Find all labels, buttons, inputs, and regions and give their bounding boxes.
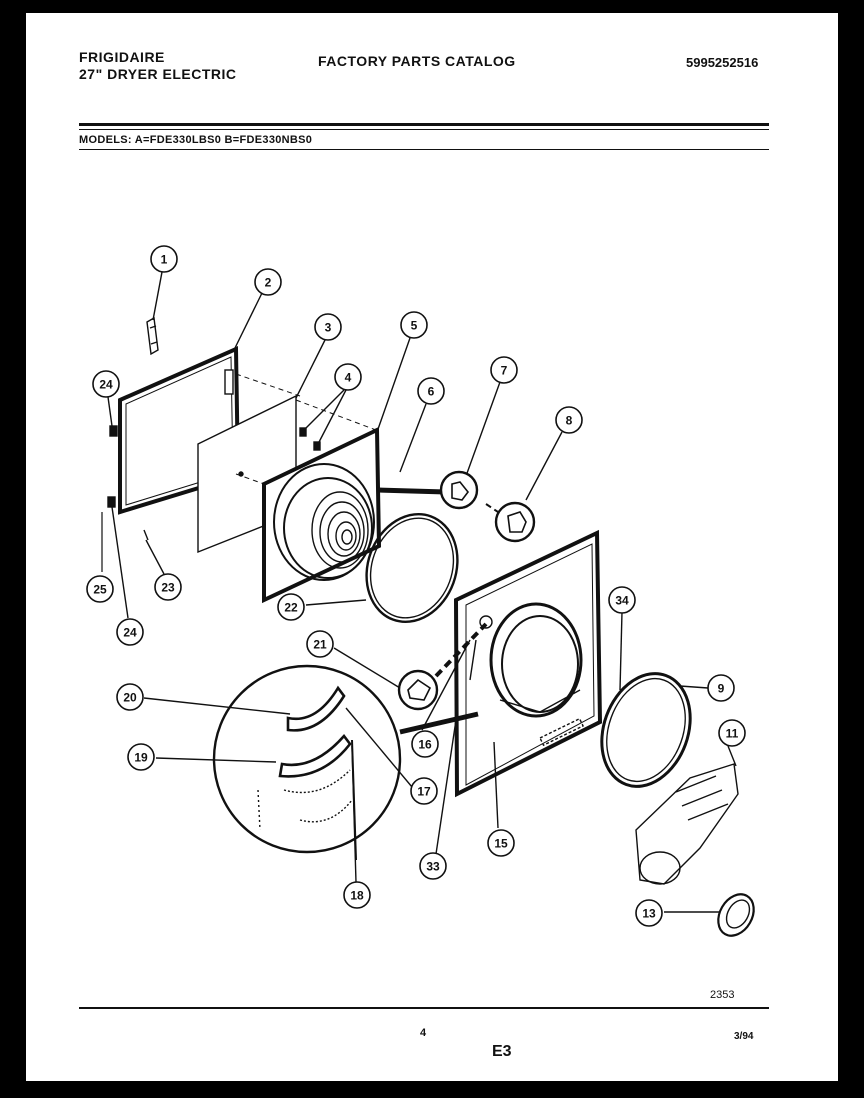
catalog-page: FRIGIDAIRE 27" DRYER ELECTRIC FACTORY PA… xyxy=(26,13,838,1081)
latch-icon xyxy=(407,678,432,701)
part-control-housing xyxy=(635,763,739,885)
svg-text:34: 34 xyxy=(615,594,629,608)
callout-13: 13 xyxy=(635,899,663,927)
catalog-title: FACTORY PARTS CATALOG xyxy=(318,53,516,69)
part-door-liner xyxy=(262,426,382,604)
callout-24-lower: 24 xyxy=(116,618,144,646)
svg-text:15: 15 xyxy=(494,837,508,851)
part-door-gasket xyxy=(365,512,459,624)
svg-text:22: 22 xyxy=(284,601,298,615)
svg-text:19: 19 xyxy=(134,751,148,765)
page-number: 4 xyxy=(420,1027,427,1039)
part-screws xyxy=(299,427,321,451)
part-bushing xyxy=(717,893,755,937)
callout-18: 18 xyxy=(343,881,371,909)
svg-text:18: 18 xyxy=(350,889,364,903)
svg-text:24: 24 xyxy=(123,626,137,640)
svg-text:6: 6 xyxy=(428,385,435,399)
callout-19: 19 xyxy=(127,743,155,771)
svg-text:3: 3 xyxy=(325,321,332,335)
svg-text:23: 23 xyxy=(161,581,175,595)
svg-text:1: 1 xyxy=(161,253,168,267)
callout-16: 16 xyxy=(411,730,439,758)
detail-magnifier xyxy=(212,664,402,861)
part-front-panel xyxy=(453,529,603,798)
part-small-hardware xyxy=(101,425,149,572)
callout-6: 6 xyxy=(417,377,445,405)
section-code: E3 xyxy=(492,1043,512,1060)
svg-text:25: 25 xyxy=(93,583,107,597)
callout-23: 23 xyxy=(154,573,182,601)
callout-22: 22 xyxy=(277,593,305,621)
footer-rule xyxy=(79,1007,769,1009)
models-line: MODELS: A=FDE330LBS0 B=FDE330NBS0 xyxy=(79,134,313,146)
hinge-icon xyxy=(451,481,470,501)
callout-25: 25 xyxy=(86,575,114,603)
part-front-ring xyxy=(600,672,692,788)
header-rule-thin xyxy=(79,129,769,130)
callout-5: 5 xyxy=(400,311,428,339)
callout-8: 8 xyxy=(555,406,583,434)
catalog-part-number: 5995252516 xyxy=(686,55,759,70)
callout-17: 17 xyxy=(410,777,438,805)
callout-15: 15 xyxy=(487,829,515,857)
revision-date: 3/94 xyxy=(734,1031,754,1042)
callout-7: 7 xyxy=(490,356,518,384)
svg-text:2: 2 xyxy=(265,276,272,290)
svg-text:17: 17 xyxy=(417,785,431,799)
diagram-number: 2353 xyxy=(710,989,735,1001)
part-handle-clip xyxy=(146,316,159,356)
callout-4: 4 xyxy=(334,363,362,391)
callout-9: 9 xyxy=(707,674,735,702)
callout-24-upper: 24 xyxy=(92,370,120,398)
svg-text:4: 4 xyxy=(345,371,352,385)
svg-text:21: 21 xyxy=(313,638,327,652)
product-name: 27" DRYER ELECTRIC xyxy=(79,66,237,82)
svg-text:33: 33 xyxy=(426,860,440,874)
svg-text:8: 8 xyxy=(566,414,573,428)
callout-34: 34 xyxy=(608,586,636,614)
callout-20: 20 xyxy=(116,683,144,711)
svg-text:9: 9 xyxy=(718,682,725,696)
callout-21: 21 xyxy=(306,630,334,658)
svg-text:24: 24 xyxy=(99,378,113,392)
callout-33: 33 xyxy=(419,852,447,880)
header-rule xyxy=(79,123,769,126)
models-rule xyxy=(79,149,769,150)
callout-2: 2 xyxy=(254,268,282,296)
svg-text:16: 16 xyxy=(418,738,432,752)
svg-text:20: 20 xyxy=(123,691,137,705)
svg-text:13: 13 xyxy=(642,907,656,921)
callout-3: 3 xyxy=(314,313,342,341)
callout-1: 1 xyxy=(150,245,178,273)
svg-text:7: 7 xyxy=(501,364,508,378)
svg-text:5: 5 xyxy=(411,319,418,333)
callout-11: 11 xyxy=(718,719,746,747)
brand-name: FRIGIDAIRE xyxy=(79,49,165,65)
svg-text:11: 11 xyxy=(726,727,739,741)
strike-icon xyxy=(507,511,527,533)
